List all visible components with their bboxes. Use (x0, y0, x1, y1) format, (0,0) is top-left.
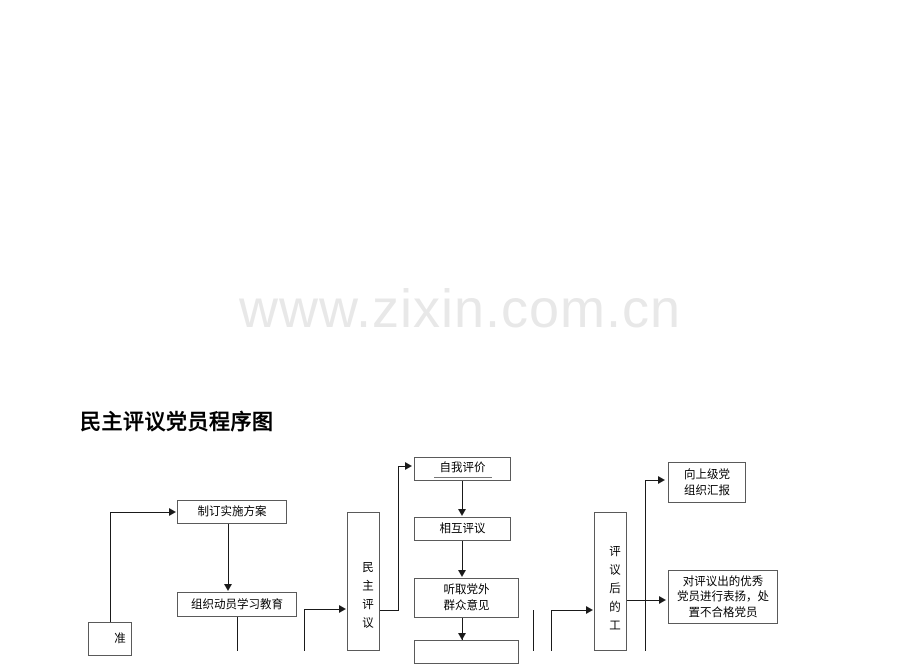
node-mobilize-label: 组织动员学习教育 (191, 596, 283, 611)
edge-post-feed-rail (551, 610, 552, 651)
node-plan[interactable]: 制订实施方案 (177, 500, 287, 524)
node-outside-opinion[interactable]: 听取党外 群众意见 (414, 578, 519, 618)
arrowhead-mobilize-in (224, 584, 232, 591)
edge-review-to-post (551, 610, 586, 611)
node-report-up-line1: 向上级党 (684, 466, 730, 481)
edge-prepare-to-plan-vertical (110, 512, 111, 651)
node-prepare-label: 准 (113, 631, 127, 651)
arrowhead-outside-in (458, 570, 466, 577)
node-mobilize[interactable]: 组织动员学习教育 (177, 592, 297, 617)
edge-mutual-to-outside (462, 541, 463, 571)
edge-selfeval-enter (398, 466, 407, 467)
edge-mobilize-elbow-vertical (304, 609, 305, 651)
node-outside-opinion-line2: 群众意见 (443, 598, 490, 612)
arrowhead-selfeval-in (405, 462, 412, 470)
edge-mobilize-down (237, 617, 238, 651)
node-mutual-eval-label: 相互评议 (439, 521, 486, 536)
node-post-phase-label: 评议后的工 (608, 545, 622, 638)
node-reward-handle-line3: 置不合格党员 (688, 604, 758, 619)
node-next-step[interactable] (414, 640, 519, 664)
node-post-phase[interactable]: 评议后的工 (594, 512, 627, 651)
node-reward-handle-line2: 党员进行表扬，处 (677, 589, 769, 604)
edge-review-right-rail (533, 610, 534, 651)
edge-plan-to-mobilize (228, 524, 229, 585)
node-reward-handle[interactable]: 对评议出的优秀 党员进行表扬，处 置不合格党员 (668, 570, 778, 624)
arrowhead-reward-in (659, 596, 666, 604)
node-self-eval[interactable]: 自我评价 (414, 457, 511, 481)
edge-post-to-report-vertical (645, 480, 646, 651)
arrowhead-next-in (458, 633, 466, 640)
node-review-phase-label: 民主评议 (361, 560, 375, 635)
edge-prepare-to-plan-horizontal (110, 512, 170, 513)
edge-outside-to-next (462, 618, 463, 640)
edge-review-to-selfeval-vertical (398, 466, 399, 611)
node-report-up-line2: 组织汇报 (684, 482, 730, 497)
node-mutual-eval[interactable]: 相互评议 (414, 517, 511, 541)
arrowhead-post-phase-in (586, 606, 593, 614)
node-report-up[interactable]: 向上级党 组织汇报 (668, 462, 746, 503)
arrowhead-plan-in (169, 508, 176, 516)
node-self-eval-label: 自我评价 (433, 460, 492, 478)
page-title: 民主评议党员程序图 (80, 410, 274, 434)
arrowhead-review-phase-in (339, 605, 346, 613)
edge-post-to-report-horizontal (645, 480, 659, 481)
edge-post-to-reward (627, 600, 660, 601)
edge-mobilize-to-review (304, 609, 340, 610)
node-outside-opinion-line1: 听取党外 (443, 582, 490, 597)
node-reward-handle-line1: 对评议出的优秀 (682, 573, 764, 588)
node-plan-label: 制订实施方案 (197, 504, 267, 519)
edge-selfeval-to-mutual (462, 481, 463, 510)
arrowhead-report-up-in (658, 476, 665, 484)
edge-review-right-stub (380, 610, 398, 611)
node-review-phase[interactable]: 民主评议 (347, 512, 380, 651)
arrowhead-mutual-in (458, 509, 466, 516)
